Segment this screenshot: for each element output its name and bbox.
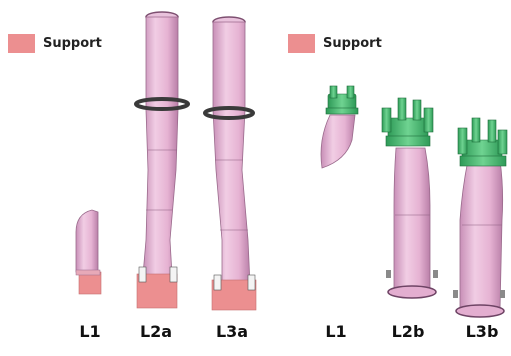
pipe-l3b [453, 118, 507, 317]
pipe-l1-left [76, 210, 101, 294]
pipe-l1-right [321, 86, 358, 168]
legend-swatch [288, 34, 315, 53]
label-l2a: L2a [140, 322, 172, 341]
pipe-l2a [136, 12, 188, 308]
pipe-l3a [205, 17, 256, 310]
green-clamp [382, 98, 433, 146]
label-l3b: L3b [466, 322, 499, 341]
label-l1-right: L1 [325, 322, 346, 341]
legend-support-left: Support [8, 34, 102, 53]
green-clamp [326, 86, 358, 114]
legend-support-right: Support [288, 34, 382, 53]
legend-swatch [8, 34, 35, 53]
pipe-l2b [382, 98, 438, 298]
green-clamp [458, 118, 507, 166]
label-l1-left: L1 [79, 322, 100, 341]
support-block [79, 272, 101, 294]
legend-label: Support [43, 36, 102, 51]
legend-label: Support [323, 36, 382, 51]
label-l2b: L2b [392, 322, 425, 341]
label-l3a: L3a [216, 322, 248, 341]
